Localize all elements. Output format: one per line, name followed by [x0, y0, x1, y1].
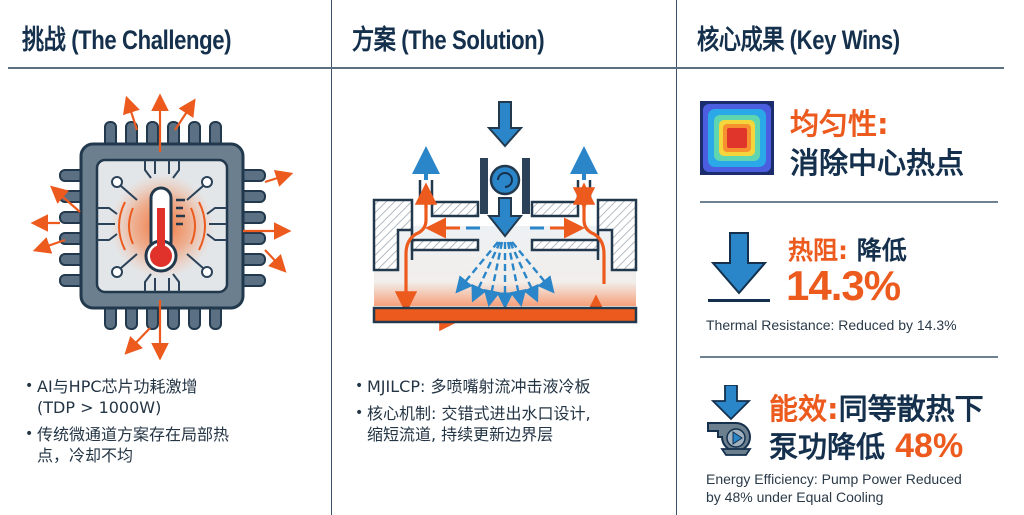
bullet-item: • 核心机制: 交错式进出水口设计, 缩短流道, 持续更新边界层: [355, 403, 665, 445]
pump-power-value: 48%: [895, 427, 964, 465]
bullet-dot: •: [355, 405, 364, 421]
heat-waves: [118, 201, 206, 251]
column-divider: [676, 0, 677, 515]
pump-power-line: 泵功降低 48%: [769, 424, 963, 466]
bullet-text: AI与HPC芯片功耗激增 (TDP > 1000W): [37, 377, 198, 417]
wins-divider: [700, 201, 998, 203]
heatmap-icon: [700, 101, 774, 175]
bullet-text: MJILCP: 多喷嘴射流冲击液冷板: [367, 377, 591, 396]
bullet-text: 核心机制: 交错式进出水口设计, 缩短流道, 持续更新边界层: [367, 404, 591, 444]
energy-efficiency-title: 能效:同等散热下: [769, 386, 984, 428]
circuit-traces: [97, 160, 227, 292]
challenge-bullet-list: • AI与HPC芯片功耗激增 (TDP > 1000W) • 传统微通道方案存在…: [25, 376, 315, 472]
down-arrow-icon: [708, 232, 770, 302]
jet-arrow: [486, 197, 524, 238]
bullet-item: • 传统微通道方案存在局部热 点，冷却不均: [25, 424, 315, 466]
thermal-resistance-value: 14.3%: [786, 262, 901, 309]
column-divider: [331, 0, 332, 515]
bullet-item: • AI与HPC芯片功耗激增 (TDP > 1000W): [25, 376, 315, 418]
thermometer-icon: [144, 186, 185, 273]
energy-efficiency-caption: Energy Efficiency: Pump Power Reduced by…: [706, 471, 962, 505]
uniformity-label: 均匀性:: [790, 107, 889, 141]
thermal-resistance-label: 热阻:: [788, 236, 848, 265]
energy-efficiency-detail: 同等散热下: [838, 392, 984, 426]
pump-icon: [707, 385, 752, 456]
outlet-arrows: [412, 146, 598, 180]
wins-divider: [700, 356, 998, 358]
pump-power-detail: 泵功降低: [769, 430, 886, 464]
heat-arrows: [30, 93, 294, 360]
inlet-arrow: [486, 101, 524, 148]
energy-efficiency-label: 能效:: [769, 392, 839, 426]
bullet-dot: •: [355, 378, 364, 394]
jet-impingement-cold-plate-illustration: [372, 101, 638, 332]
thermal-resistance-detail: 降低: [856, 236, 907, 265]
challenge-header: 挑战 (The Challenge): [22, 25, 232, 55]
spray-jets: [455, 241, 555, 310]
bullet-item: • MJILCP: 多喷嘴射流冲击液冷板: [355, 376, 665, 397]
bullet-dot: •: [25, 426, 34, 442]
heated-base-plate: [372, 306, 638, 324]
bullet-text: 传统微通道方案存在局部热 点，冷却不均: [37, 425, 230, 465]
manifold-walls: [372, 180, 638, 272]
solution-bullet-list: • MJILCP: 多喷嘴射流冲击液冷板 • 核心机制: 交错式进出水口设计, …: [355, 376, 665, 451]
overheating-chip-illustration: [30, 93, 294, 360]
header-underline: [8, 67, 1004, 69]
thermal-resistance-caption: Thermal Resistance: Reduced by 14.3%: [706, 317, 957, 333]
solution-header: 方案 (The Solution): [352, 25, 545, 55]
wins-header: 核心成果 (Key Wins): [697, 25, 900, 55]
uniformity-detail: 消除中心热点: [790, 146, 965, 180]
bullet-dot: •: [25, 378, 34, 394]
nozzle-housing: [480, 158, 530, 214]
thermal-resistance-title: 热阻: 降低: [788, 231, 907, 267]
